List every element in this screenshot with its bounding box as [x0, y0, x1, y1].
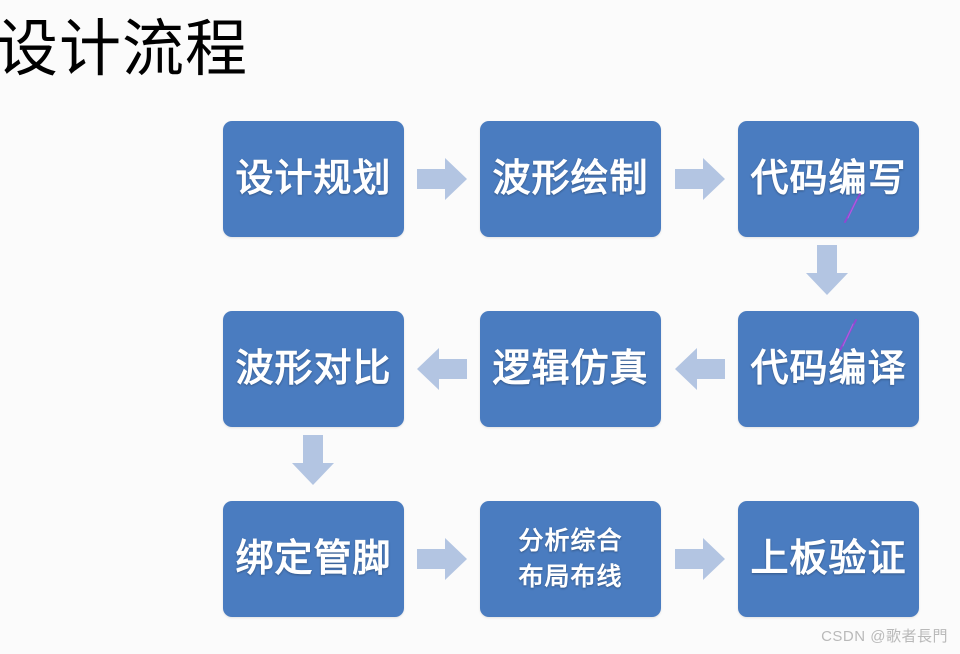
flow-box-label: 设计规划: [235, 157, 392, 200]
arrow-right-icon: [673, 155, 727, 203]
flow-box-label: 上板验证: [750, 537, 907, 580]
flow-box-design-planning[interactable]: 设计规划: [223, 121, 404, 237]
flow-box-code-compile[interactable]: 代码编译: [738, 311, 919, 427]
flow-box-waveform-compare[interactable]: 波形对比: [223, 311, 404, 427]
arrow-down-icon: [803, 243, 851, 297]
flow-box-bind-pins[interactable]: 绑定管脚: [223, 501, 404, 617]
flow-box-label: 绑定管脚: [235, 537, 392, 580]
arrow-right-icon: [415, 535, 469, 583]
flow-box-board-verification[interactable]: 上板验证: [738, 501, 919, 617]
arrow-right-icon: [415, 155, 469, 203]
flow-box-label: 代码编写: [750, 157, 907, 200]
arrow-left-icon: [673, 345, 727, 393]
flow-box-label: 波形对比: [235, 347, 392, 390]
flow-box-label: 波形绘制: [492, 157, 649, 200]
flow-box-label-line-1: 分析综合: [518, 526, 623, 555]
arrow-right-icon: [673, 535, 727, 583]
flow-box-label-line-2: 布局布线: [518, 563, 623, 591]
flow-box-label: 逻辑仿真: [492, 347, 649, 390]
flow-box-code-writing[interactable]: 代码编写: [738, 121, 919, 237]
page-title: 设计流程: [0, 15, 249, 84]
flow-box-label-multiline: 分析综合 布局布线: [518, 523, 622, 596]
flow-box-synthesis-place-route[interactable]: 分析综合 布局布线: [480, 501, 661, 617]
flow-box-waveform-drawing[interactable]: 波形绘制: [480, 121, 661, 237]
csdn-watermark: CSDN @歌者長門: [821, 628, 948, 645]
arrow-left-icon: [415, 345, 469, 393]
flow-box-logic-simulation[interactable]: 逻辑仿真: [480, 311, 661, 427]
arrow-down-icon: [289, 433, 337, 487]
flow-box-label: 代码编译: [750, 347, 907, 390]
